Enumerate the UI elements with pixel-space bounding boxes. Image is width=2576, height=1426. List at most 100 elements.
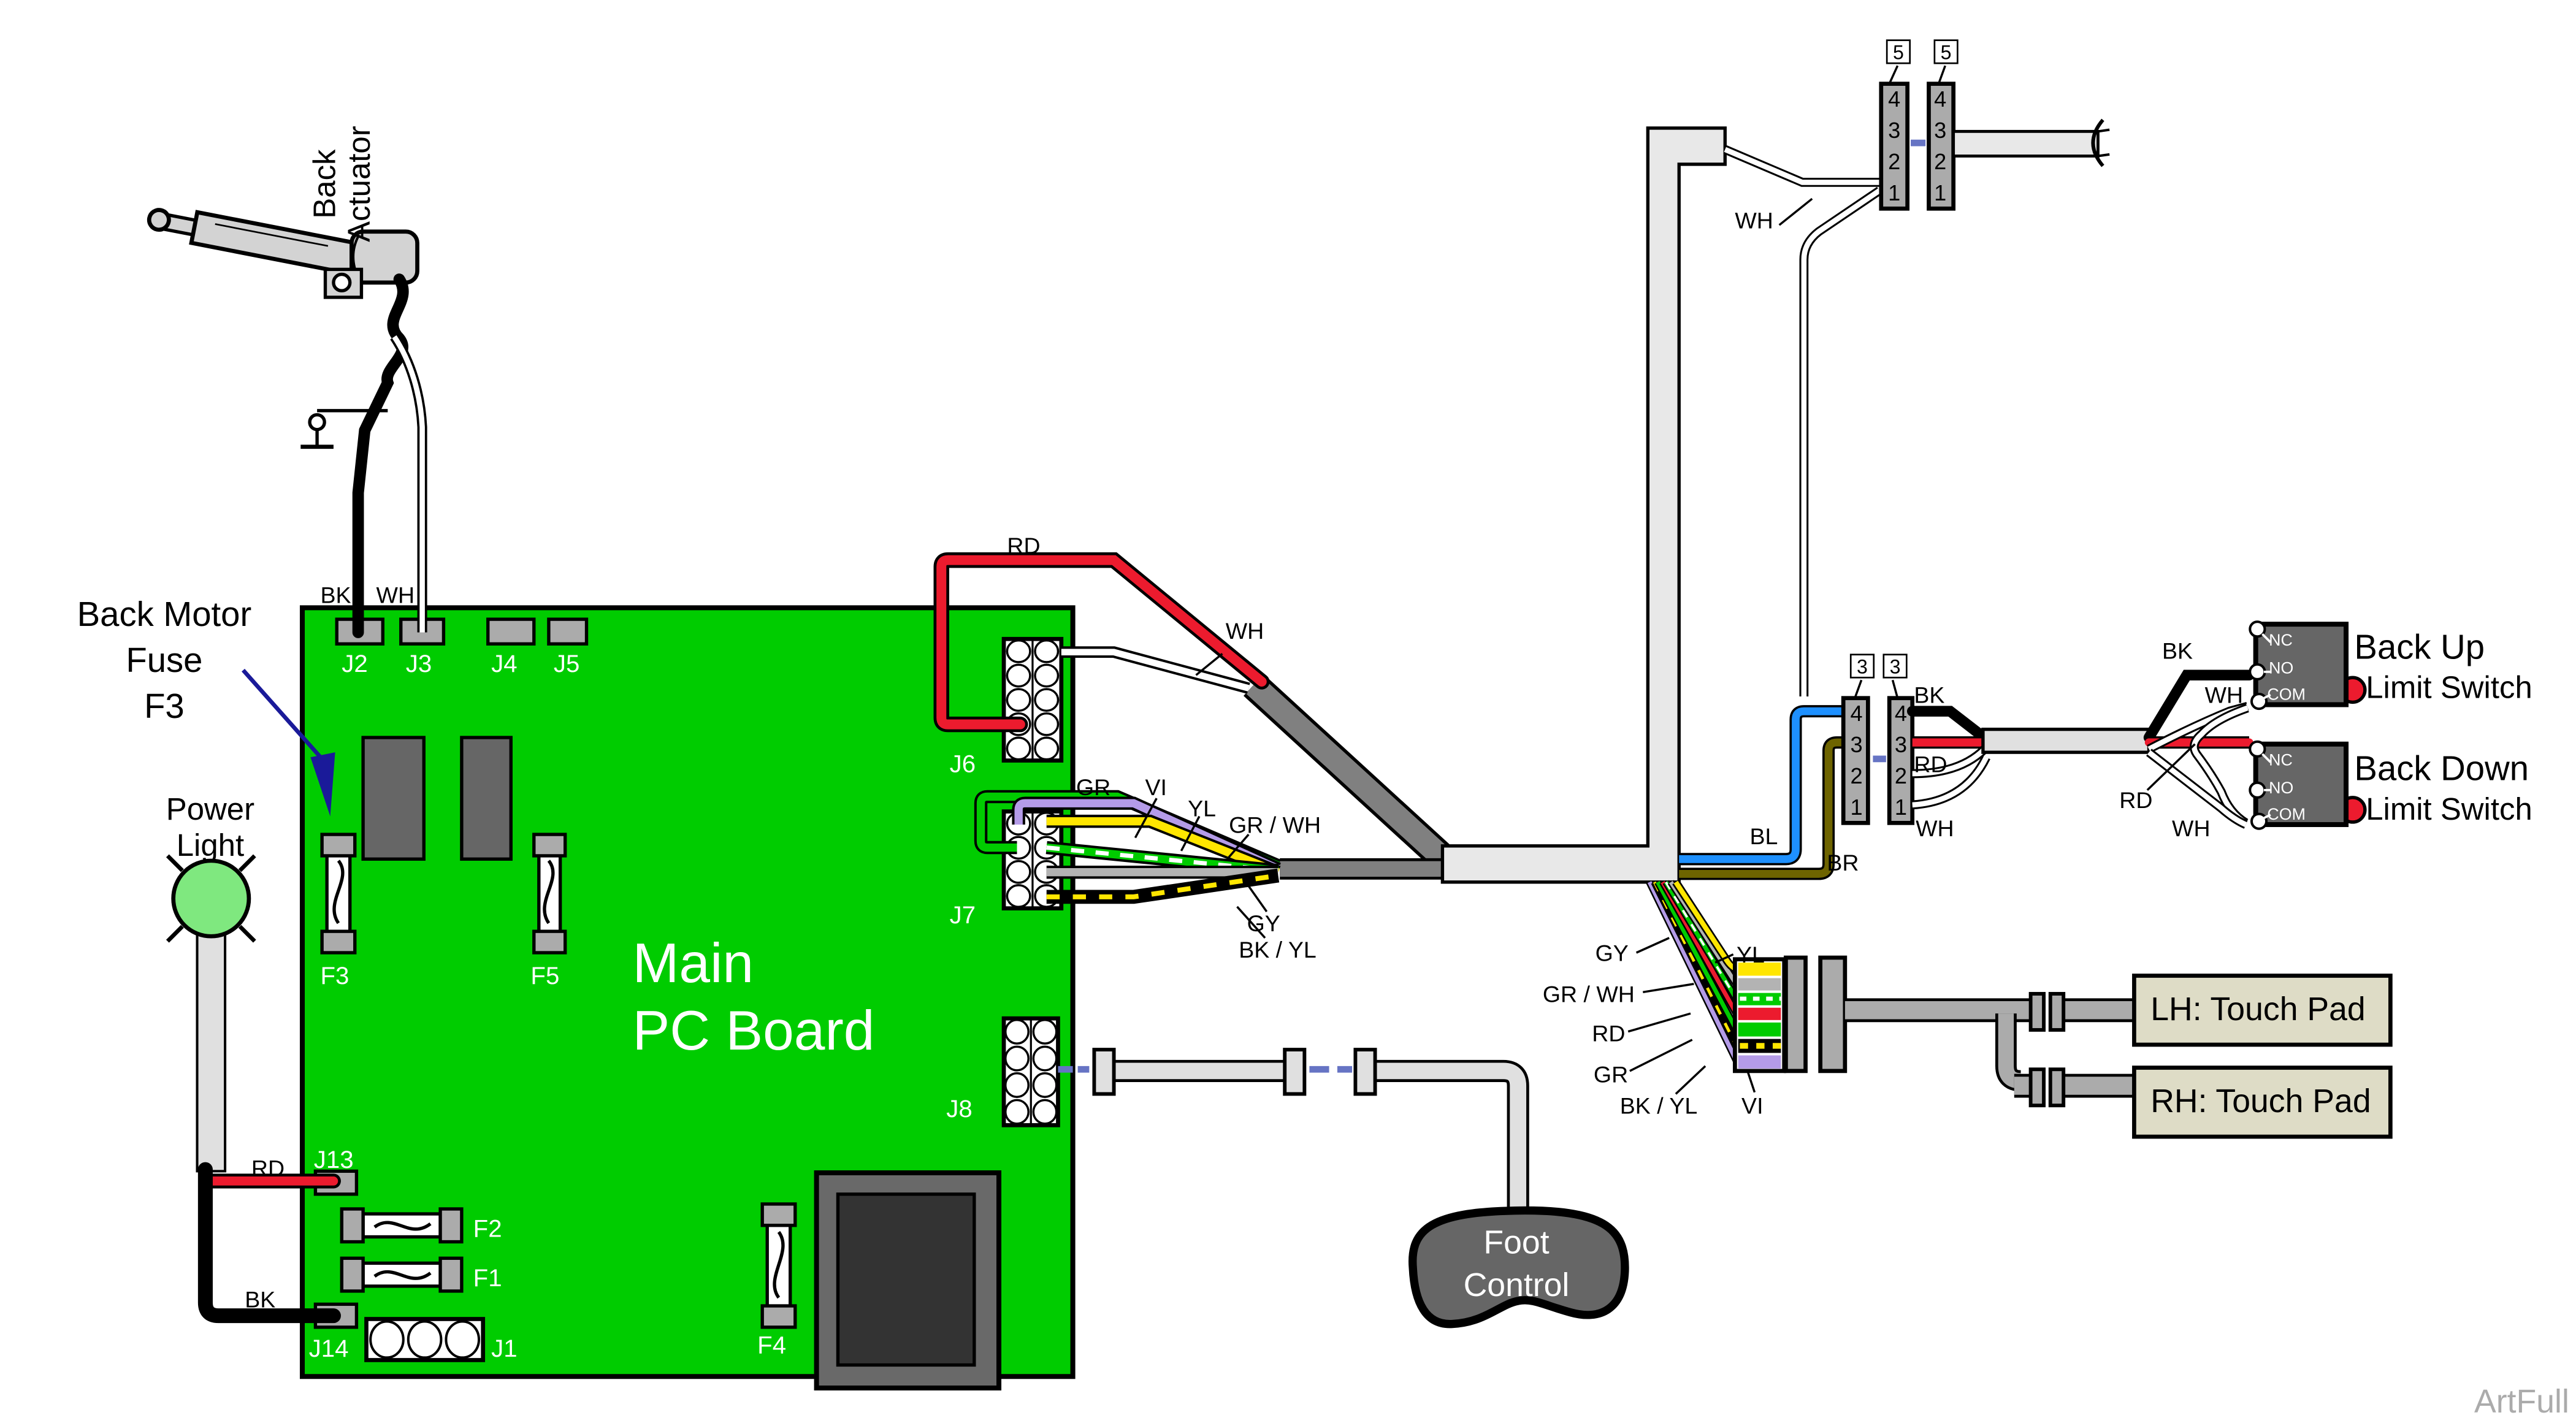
wh-wire-mid-1	[1912, 747, 1987, 777]
pointer	[1747, 1072, 1756, 1093]
pin-number: 1	[1850, 795, 1863, 820]
pin-hole	[1034, 736, 1060, 761]
wire-label-bl: BL	[1749, 823, 1778, 850]
pin-hole	[445, 1320, 481, 1359]
terminal-no	[2249, 663, 2266, 681]
j7-wires	[974, 790, 1281, 904]
j3-label: J3	[405, 650, 432, 679]
f5-label: F5	[530, 963, 560, 991]
wire-label-rd: RD	[1914, 750, 1947, 777]
wh-wire-mid-2	[1912, 756, 1989, 808]
wh-wire-outline	[1799, 186, 1882, 697]
connector-5pin-a	[1879, 82, 1910, 211]
connector-3pin-a	[1841, 696, 1870, 825]
pointer	[1134, 798, 1158, 839]
wire-label-gy: GY	[1595, 939, 1629, 966]
j2-label: J2	[342, 650, 368, 679]
connector-gap	[2044, 995, 2050, 1029]
j6-connector	[1001, 636, 1064, 763]
foot-pedal-shape	[1408, 1206, 1629, 1329]
wh-wire-outline	[1723, 145, 1880, 187]
pin-hole	[1006, 639, 1031, 663]
pin-hole	[1034, 688, 1060, 712]
pointer	[1643, 983, 1694, 994]
j1-label: J1	[491, 1335, 518, 1363]
pointer	[1778, 197, 1813, 226]
pin-number: 4	[1894, 701, 1907, 726]
pointer	[1635, 937, 1670, 954]
connector-id-box: 3	[1849, 654, 1875, 679]
terminal-label-com: COM	[2267, 806, 2306, 825]
pin-number: 2	[1850, 763, 1863, 789]
fuse-element	[373, 1221, 432, 1231]
wire-label-bk: BK	[245, 1286, 276, 1313]
wire-label-bk: BK	[1914, 681, 1945, 708]
back-down-label: Back Down	[2354, 750, 2529, 789]
stripe-gy	[1738, 978, 1781, 991]
fuse-cap	[438, 1207, 464, 1244]
diag-cable	[1245, 676, 1456, 871]
fuse-cap	[340, 1207, 365, 1244]
tp-connector-bar	[2048, 992, 2066, 1032]
ray	[166, 925, 184, 943]
stripe-rd	[1738, 1007, 1781, 1020]
pin-number: 4	[1850, 701, 1863, 726]
arrow-shaft	[242, 668, 324, 761]
wire-label-rd: RD	[1592, 1020, 1626, 1047]
wh-wire-top-b	[1801, 188, 1881, 697]
bk-motor-cable	[352, 273, 409, 638]
wire-label-wh: WH	[2172, 814, 2211, 841]
br-wire	[1679, 738, 1844, 878]
vi-wire	[1014, 799, 1280, 873]
back-actuator	[147, 208, 427, 638]
wire-label-rd: RD	[2119, 787, 2153, 814]
pointer	[1675, 1065, 1707, 1095]
pin-hole	[1032, 1099, 1058, 1125]
pin-hole	[1006, 860, 1031, 884]
pointer	[1937, 65, 1946, 85]
label-line: Power	[166, 793, 255, 828]
main-trunk-cable	[1440, 126, 1727, 884]
foot-control	[1058, 1048, 1629, 1329]
stripe-gr	[1738, 1022, 1781, 1037]
j8-connector	[1001, 1016, 1060, 1127]
fuse-f1	[340, 1256, 464, 1293]
pin-hole	[1006, 688, 1031, 712]
fuse-cap	[438, 1256, 464, 1293]
lh-touchpad-box	[2132, 974, 2393, 1047]
rd-wire-j6	[936, 555, 1267, 730]
bkyl-wire-dashes	[1046, 873, 1279, 899]
j4-label: J4	[491, 650, 518, 679]
top-right-section	[1723, 82, 2110, 697]
fuse-cap	[320, 833, 357, 858]
j13-label: J13	[313, 1146, 354, 1175]
pin-hole	[1004, 1072, 1030, 1098]
terminal-no	[2249, 781, 2266, 799]
terminal-label-com: COM	[2267, 686, 2306, 705]
label-line: Actuator	[343, 126, 378, 242]
rh-touchpad-label: RH: Touch Pad	[2150, 1084, 2371, 1121]
label-line: Foot	[1483, 1225, 1550, 1262]
connector-3pin-b	[1887, 696, 1915, 825]
terminal-nc	[2249, 740, 2266, 758]
pointer	[1627, 1012, 1691, 1033]
wh-wire-top-a	[1724, 147, 1880, 185]
wire-label-br: BR	[1827, 849, 1859, 876]
pin-hole	[407, 1320, 443, 1359]
bl-br-wires	[1679, 705, 1844, 880]
j5-label: J5	[553, 650, 580, 679]
title-line: PC Board	[632, 1000, 875, 1063]
pin-hole	[1032, 1018, 1058, 1045]
fuse-cap	[532, 833, 567, 858]
wire-label-bk: BK	[320, 581, 351, 608]
wire-label-gr: GR	[1076, 773, 1111, 800]
pin-hole	[369, 1320, 405, 1359]
pin-number: 2	[1888, 149, 1901, 175]
ground-terminal	[308, 413, 326, 432]
pin-number: 1	[1894, 795, 1907, 820]
